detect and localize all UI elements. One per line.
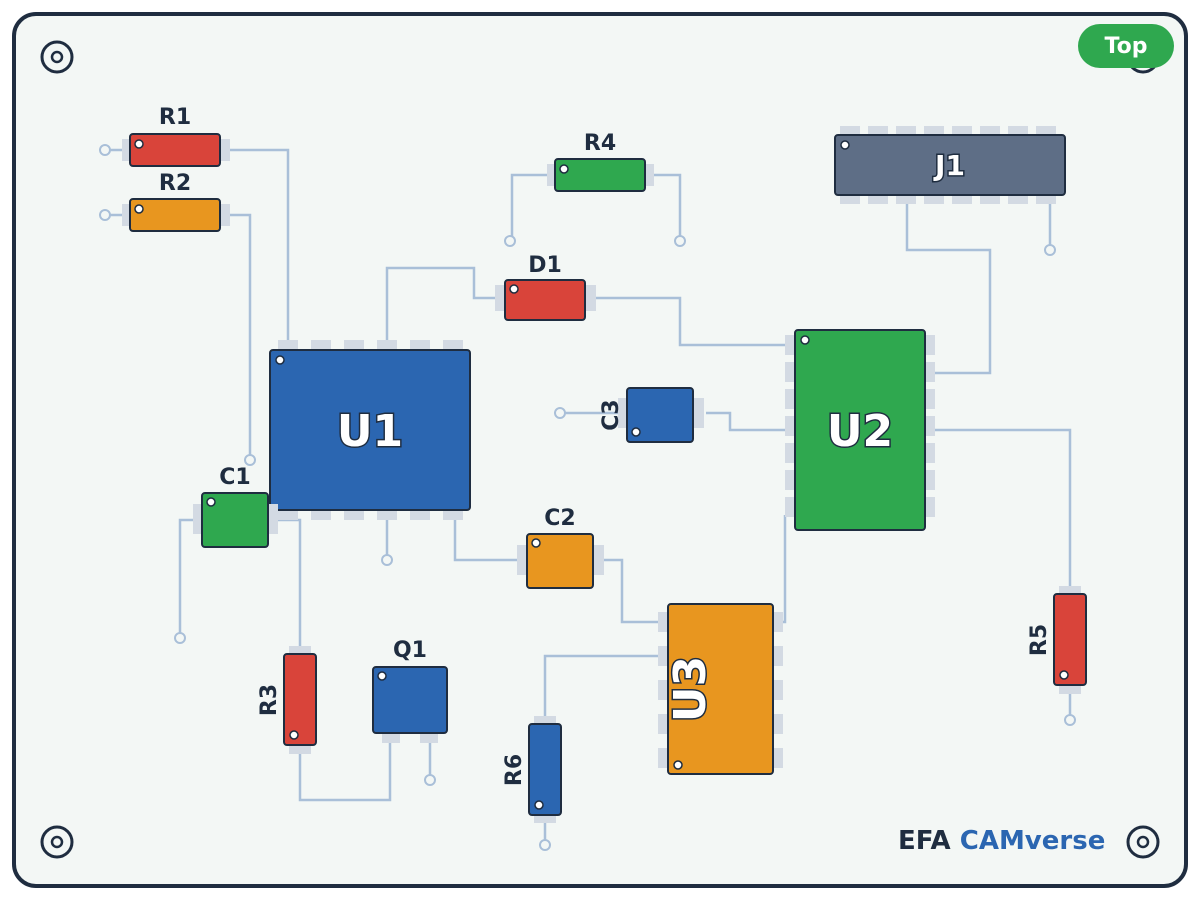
trace-d1-u2 bbox=[595, 296, 785, 347]
label-r3: R3 bbox=[257, 684, 282, 716]
via bbox=[174, 632, 186, 644]
layer-badge-top[interactable]: Top bbox=[1078, 24, 1174, 68]
component-r1[interactable]: R1 bbox=[122, 105, 230, 167]
via bbox=[554, 407, 566, 419]
trace-c2-u3 bbox=[600, 558, 662, 624]
component-r4[interactable]: R4 bbox=[547, 131, 654, 192]
component-u2[interactable]: U2 bbox=[785, 329, 935, 531]
mounting-hole-top-left bbox=[40, 40, 74, 74]
component-u1[interactable]: U1 bbox=[269, 340, 471, 520]
trace-c1-left bbox=[178, 518, 195, 638]
trace-r2-c1 bbox=[230, 213, 252, 460]
component-r3[interactable]: R3 bbox=[257, 646, 317, 754]
trace-c3-u2 bbox=[706, 411, 785, 432]
component-c1[interactable]: C1 bbox=[193, 465, 278, 548]
label-r5: R5 bbox=[1027, 624, 1052, 656]
mounting-hole-bottom-left bbox=[40, 825, 74, 859]
component-c2[interactable]: C2 bbox=[517, 506, 604, 589]
component-q1[interactable]: Q1 bbox=[372, 638, 448, 743]
label-r1: R1 bbox=[159, 105, 191, 130]
component-r5[interactable]: R5 bbox=[1027, 586, 1087, 694]
component-j1[interactable]: J1 bbox=[834, 126, 1066, 204]
label-q1: Q1 bbox=[393, 638, 427, 663]
label-j1: J1 bbox=[933, 149, 965, 182]
trace-j1-u2 bbox=[905, 202, 992, 375]
brand-name: CAMverse bbox=[959, 826, 1106, 856]
label-d1: D1 bbox=[528, 253, 562, 278]
vias bbox=[99, 144, 1076, 851]
via bbox=[504, 235, 516, 247]
trace-u1-c2 bbox=[453, 520, 520, 562]
component-r6[interactable]: R6 bbox=[502, 716, 562, 823]
brand-logo: EFA CAMverse bbox=[898, 826, 1105, 856]
component-d1[interactable]: D1 bbox=[495, 253, 596, 321]
trace-r4-left bbox=[510, 173, 548, 240]
component-u3[interactable]: U3 bbox=[658, 603, 783, 775]
label-u2: U2 bbox=[827, 406, 893, 457]
trace-r4-right bbox=[652, 173, 682, 240]
trace-r3-q1 bbox=[298, 738, 392, 802]
label-u3: U3 bbox=[665, 656, 716, 722]
trace-u2-r5 bbox=[935, 428, 1072, 588]
via bbox=[99, 144, 111, 156]
via bbox=[244, 454, 256, 466]
label-r2: R2 bbox=[159, 171, 191, 196]
via bbox=[539, 839, 551, 851]
component-r2[interactable]: R2 bbox=[122, 171, 230, 232]
via bbox=[674, 235, 686, 247]
via bbox=[99, 209, 111, 221]
brand-prefix: EFA bbox=[898, 826, 951, 856]
via bbox=[381, 554, 393, 566]
via bbox=[1064, 714, 1076, 726]
mounting-hole-bottom-right bbox=[1126, 825, 1160, 859]
label-r4: R4 bbox=[584, 131, 616, 156]
label-u1: U1 bbox=[337, 406, 403, 457]
trace-u3-r6 bbox=[543, 654, 662, 718]
trace-u1-d1 bbox=[385, 266, 495, 340]
label-c3: C3 bbox=[599, 399, 624, 430]
label-c2: C2 bbox=[544, 506, 575, 531]
via bbox=[424, 774, 436, 786]
label-c1: C1 bbox=[219, 465, 250, 490]
label-r6: R6 bbox=[502, 754, 527, 786]
component-c3[interactable]: C3 bbox=[599, 387, 704, 443]
via bbox=[1044, 244, 1056, 256]
traces bbox=[105, 148, 1072, 845]
trace-r1-u1 bbox=[230, 148, 290, 340]
